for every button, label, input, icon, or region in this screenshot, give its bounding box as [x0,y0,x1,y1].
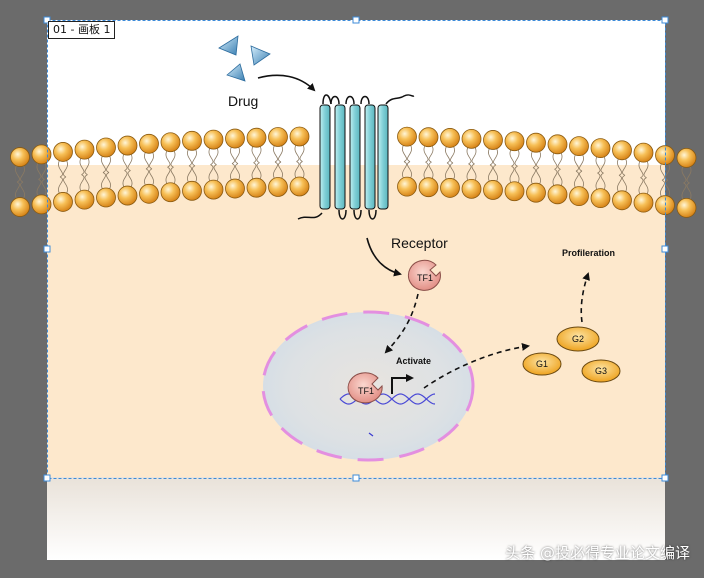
lipid-head [612,140,632,161]
resize-handle[interactable] [43,245,51,253]
lipid-head [96,187,116,208]
lipid-head [504,131,525,152]
tf1-cytoplasm-label: TF1 [417,273,433,283]
lipid-head [182,130,202,151]
lipid-head [203,179,224,200]
lipid-head [289,126,310,147]
lipid-head [203,129,224,150]
lipid-head [53,142,73,162]
activation-arrow [423,342,530,389]
lipid-head [461,178,482,199]
lipid-head [612,190,632,211]
drug-label: Drug [228,93,258,109]
lipid-head [268,177,288,197]
lipid-head [139,133,159,154]
watermark: 头条 @投必得专业论文编译 [505,544,690,562]
lipid-head [569,136,589,157]
gene-g1-label: G1 [536,359,548,369]
lipid-head [504,181,525,202]
drug-to-receptor-arrow [257,74,316,92]
resize-handle[interactable] [352,474,360,482]
lipid-head [547,184,568,205]
lipid-head [74,189,95,210]
resize-handle[interactable] [43,16,51,24]
receptor-to-tf1-arrow [366,237,402,277]
proliferation-arrow [580,272,590,323]
gene-g3[interactable]: G3 [581,359,621,383]
resize-handle[interactable] [352,16,360,24]
lipid-head [268,127,288,147]
receptor-label: Receptor [391,235,448,251]
lipid-head [633,142,654,163]
lipid-head [96,137,116,158]
lipid-head [526,132,546,153]
lipid-head [676,147,697,168]
gene-g3-label: G3 [595,366,607,376]
lipid-head [117,185,138,206]
tf1-nucleus[interactable]: TF1 [347,372,383,404]
lipid-head [74,139,95,160]
lipid-head [160,182,181,203]
lipid-head [547,134,568,155]
gene-g1[interactable]: G1 [522,352,562,376]
drug-triangle-3 [226,63,246,82]
lipid-head [440,128,460,148]
bottom-fade [47,477,665,560]
lipid-head [31,194,52,215]
artboard-tag[interactable]: 01 - 画板 1 [48,21,116,39]
drug-triangle-2 [250,45,271,66]
resize-handle[interactable] [43,474,51,482]
lipid-head [31,144,52,165]
drug-triangle-1 [218,35,239,56]
lipid-head [53,192,73,212]
drug-molecules[interactable] [218,35,271,82]
dna-fragment [368,432,374,437]
lipid-head [246,177,267,198]
lipid-head [10,197,30,217]
promoter-arrow [391,374,414,394]
lipid-head [182,180,202,201]
lipid-head [225,178,245,199]
lipid-head [246,127,267,148]
resize-handle[interactable] [661,245,669,253]
lipid-head [483,130,503,150]
receptor[interactable] [297,94,415,220]
proliferation-label: Profileration [562,248,615,258]
lipid-head [139,183,159,204]
lipid-head [397,126,417,147]
tf1-cytoplasm[interactable]: TF1 [407,259,441,291]
lipid-head [633,192,654,213]
lipid-head [590,138,611,159]
lipid-head [526,182,546,203]
lipid-head [461,128,482,149]
lipid-head [440,178,460,198]
lipid-head [289,176,310,197]
tf1-nucleus-label: TF1 [358,386,374,396]
gene-g2[interactable]: G2 [556,326,600,352]
lipid-head [225,128,245,149]
lipid-head [10,147,30,167]
resize-handle[interactable] [661,474,669,482]
lipid-head [117,135,138,156]
resize-handle[interactable] [661,16,669,24]
lipid-head [397,176,417,197]
lipid-head [418,127,439,148]
activate-label: Activate [396,356,431,366]
lipid-head [676,197,697,218]
lipid-head [590,188,611,209]
gene-g2-label: G2 [572,334,584,344]
lipid-head [569,186,589,207]
lipid-head [160,132,181,153]
lipid-head [483,180,503,200]
selection-handles[interactable] [43,16,669,482]
lipid-head [418,177,439,198]
membrane-tails [15,143,692,201]
